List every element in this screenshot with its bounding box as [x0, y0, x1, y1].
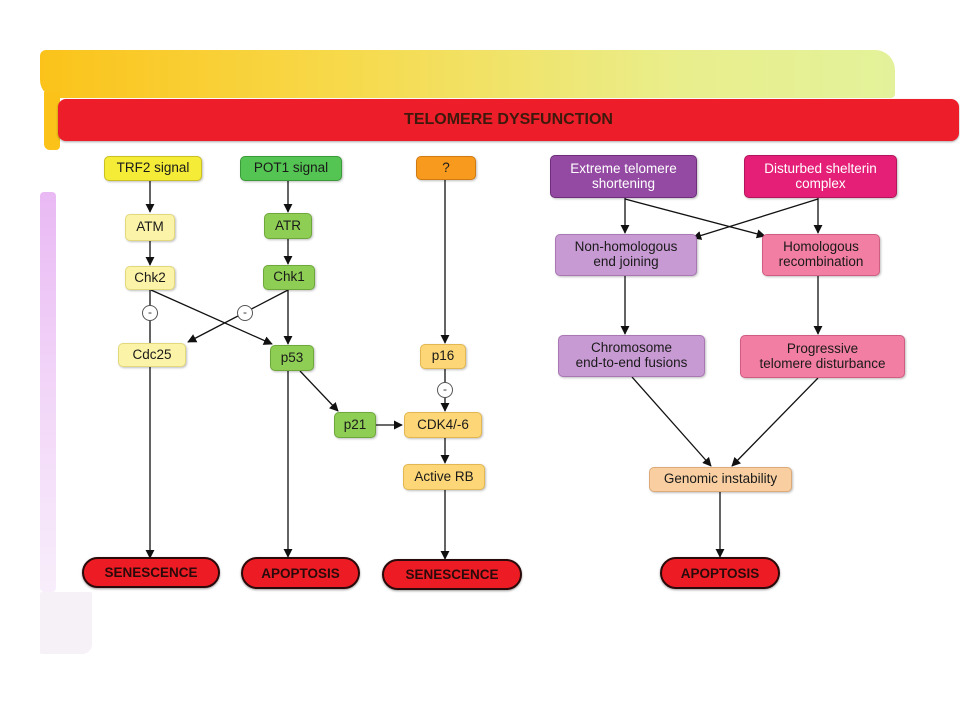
diagram-title-banner: TELOMERE DYSFUNCTION: [58, 99, 959, 141]
decorative-top-band: [40, 50, 895, 98]
node-p16: p16: [420, 344, 466, 369]
node-p21: p21: [334, 412, 376, 438]
arrow-shelterin-nhej: [692, 198, 819, 240]
node-genomic-instability: Genomic instability: [649, 467, 792, 492]
arrow-extreme-hr: [624, 198, 766, 239]
decorative-top-tab: [44, 92, 60, 150]
decorative-side-foot: [40, 592, 92, 654]
outcome-senescence-2: SENESCENCE: [382, 559, 522, 590]
inhibition-marker-p16-cdk: -: [437, 382, 453, 398]
arrow-fusions-genomic: [631, 376, 712, 467]
inhibition-marker-chk2-cdc25: -: [142, 305, 158, 321]
node-chk1: Chk1: [263, 265, 315, 290]
node-disturbed-shelterin-complex: Disturbed shelterin complex: [744, 155, 897, 198]
node-trf2-signal: TRF2 signal: [104, 156, 202, 181]
outcome-apoptosis-2: APOPTOSIS: [660, 557, 780, 589]
node-cdc25: Cdc25: [118, 343, 186, 367]
node-progressive-telomere-disturbance: Progressive telomere disturbance: [740, 335, 905, 378]
outcome-apoptosis-1: APOPTOSIS: [241, 557, 360, 589]
node-unknown: ?: [416, 156, 476, 180]
node-chk2: Chk2: [125, 266, 175, 290]
node-extreme-telomere-shortening: Extreme telomere shortening: [550, 155, 697, 198]
node-atr: ATR: [264, 213, 312, 239]
node-atm: ATM: [125, 214, 175, 241]
node-p53: p53: [270, 345, 314, 371]
node-non-homologous-end-joining: Non-homologous end joining: [555, 234, 697, 276]
node-chromosome-end-to-end-fusions: Chromosome end-to-end fusions: [558, 335, 705, 377]
arrow-p53-p21: [299, 370, 339, 412]
inhibition-marker-chk1-cdc25: -: [237, 305, 253, 321]
arrow-chk2-p53: [150, 289, 273, 345]
node-pot1-signal: POT1 signal: [240, 156, 342, 181]
node-cdk4-6: CDK4/-6: [404, 412, 482, 438]
arrow-progressive-genomic: [731, 377, 819, 467]
decorative-side-band: [40, 192, 56, 592]
node-active-rb: Active RB: [403, 464, 485, 490]
node-homologous-recombination: Homologous recombination: [762, 234, 880, 276]
outcome-senescence-1: SENESCENCE: [82, 557, 220, 588]
